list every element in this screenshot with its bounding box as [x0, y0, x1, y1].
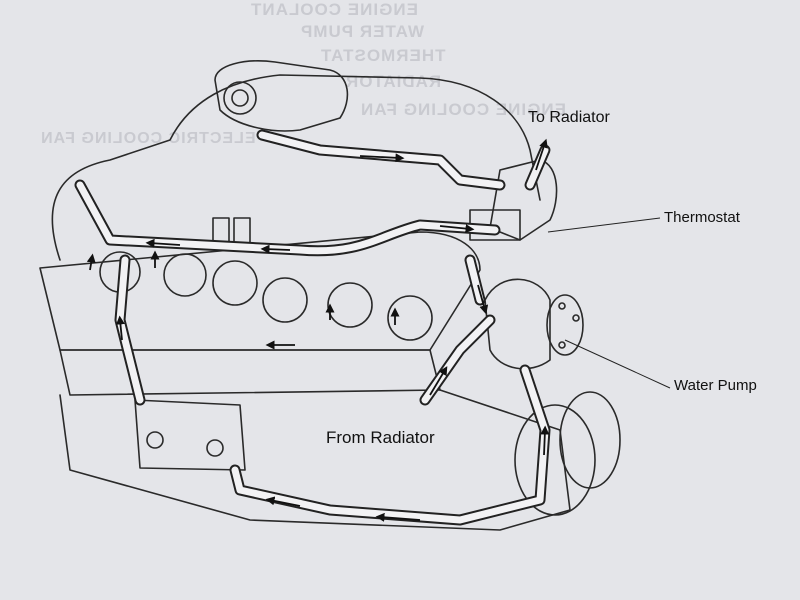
crank-pulley-rim	[559, 391, 621, 489]
throttle-bore	[223, 81, 257, 115]
flow-arrow	[260, 244, 291, 254]
flow-arrow	[535, 138, 548, 171]
oil-cooler	[134, 399, 246, 471]
flow-arrow	[145, 238, 181, 248]
flow-arrow	[540, 425, 550, 456]
flow-arrow	[86, 253, 96, 271]
combustion-chamber	[387, 295, 433, 341]
water-pump-hub	[546, 294, 584, 356]
flow-arrow	[477, 284, 489, 315]
to-radiator-label: To Radiator	[528, 109, 610, 126]
combustion-chamber	[212, 260, 258, 306]
from-radiator-label: From Radiator	[326, 428, 435, 447]
cylinder-head-deck	[39, 231, 481, 351]
flow-arrow	[359, 153, 405, 163]
engine-upper-outline	[51, 74, 541, 261]
thermostat-label: Thermostat	[664, 209, 740, 226]
flow-arrow	[115, 315, 125, 341]
flow-arrow	[375, 512, 421, 522]
water-pump-label: Water Pump	[674, 377, 757, 394]
water-pump-leader-line	[564, 339, 671, 389]
combustion-chamber	[262, 277, 308, 323]
thermostat-leader-line	[547, 217, 661, 233]
flow-arrow	[439, 224, 475, 234]
water-pump-body	[484, 278, 551, 370]
flow-arrow	[265, 496, 301, 507]
cylinder-head-front-face	[59, 349, 441, 396]
combustion-chamber	[163, 253, 207, 297]
throttle-body	[214, 60, 349, 132]
combustion-chamber	[327, 282, 373, 328]
flow-arrow	[429, 366, 448, 396]
crank-pulley	[514, 404, 596, 516]
